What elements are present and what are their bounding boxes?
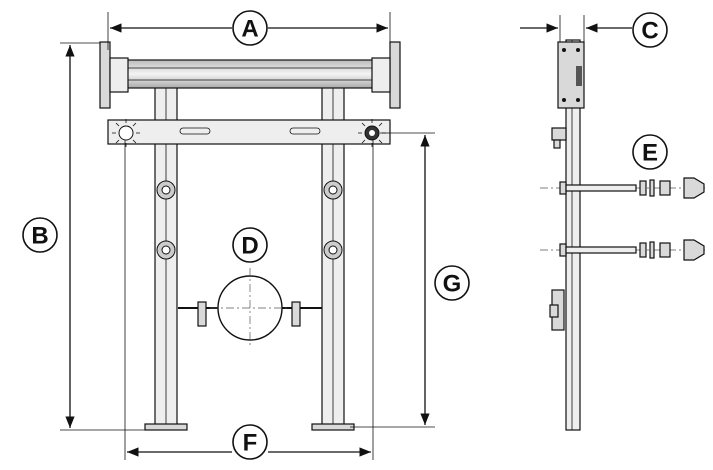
label-g: G [443,271,462,298]
right-bracket [389,41,401,109]
side-view [540,39,705,431]
top-crossbar [109,59,391,89]
label-a-circle [232,10,268,46]
right-clamp [291,301,301,327]
label-g-circle [434,265,470,301]
left-foot [144,423,188,431]
left-clamp [197,301,207,327]
label-c-circle [632,12,668,48]
label-a: A [241,16,258,43]
label-b-circle [22,217,58,253]
label-e-circle [632,134,668,170]
adjustment-knobs [156,180,343,260]
middle-crossbar [107,119,391,145]
label-b: B [31,223,48,250]
label-e: E [642,140,658,167]
label-f-circle [232,424,268,460]
label-d: D [241,233,258,260]
label-d-circle [232,227,268,263]
right-foot [311,423,355,431]
lower-bolt [540,239,705,261]
label-f: F [243,430,258,457]
label-c: C [641,18,658,45]
upper-bolt [540,177,705,199]
left-bracket [99,41,111,109]
left-rosette-icon [112,119,140,147]
side-frame [565,39,581,431]
front-view [99,41,401,431]
